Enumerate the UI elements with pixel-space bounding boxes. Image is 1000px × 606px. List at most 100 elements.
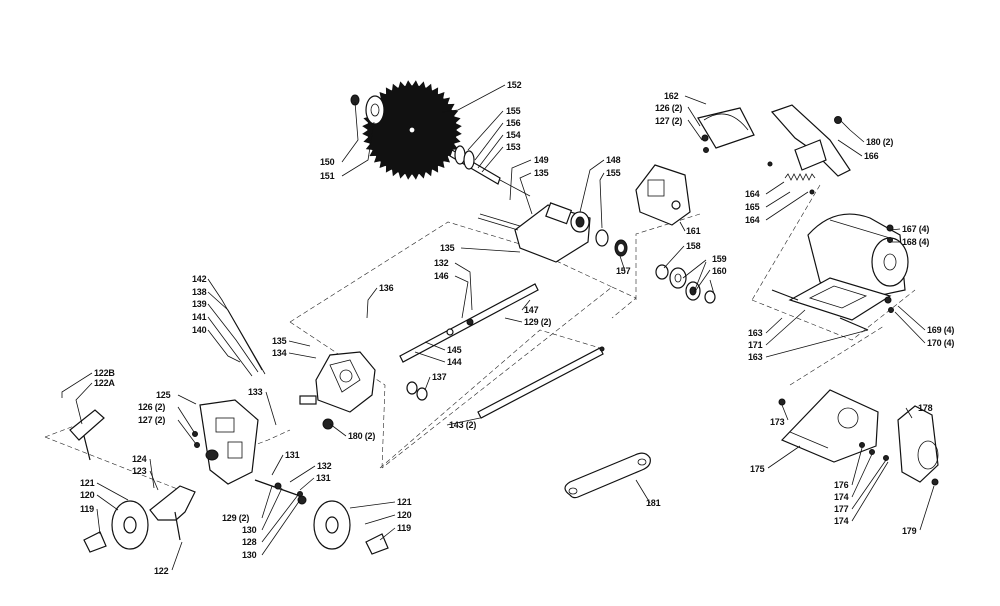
callout-163-upper: 163 [748,328,763,338]
callout-163-lower: 163 [748,352,763,362]
callout-127-lower: 127 (2) [138,415,166,425]
callout-140: 140 [192,325,207,335]
callout-119-right: 119 [397,523,411,533]
callout-131-lower: 131 [316,473,331,483]
callout-121-right: 121 [397,497,412,507]
callout-180-upper: 180 (2) [866,137,894,147]
callout-144: 144 [447,357,462,367]
callout-137: 137 [432,372,447,382]
front-bracket [192,399,259,485]
callout-136: 136 [379,283,394,293]
callout-158: 158 [686,241,701,251]
callout-164-upper: 164 [745,189,760,199]
blade-guard [697,107,755,153]
motor-base-plate [771,277,894,331]
callout-122: 122 [154,566,169,576]
callout-164-lower: 164 [745,215,760,225]
callout-166: 166 [864,151,879,161]
callout-121-left: 121 [80,478,95,488]
gears [406,381,428,401]
callout-131-upper: 131 [285,450,300,460]
callout-149: 149 [534,155,549,165]
callout-156: 156 [506,118,521,128]
callout-155-bearing: 155 [606,168,621,178]
blade-flange [350,94,385,125]
assembly-outlines [44,184,916,491]
callout-126-lower: 126 (2) [138,402,166,412]
locking-lever [149,485,196,541]
guard-cover [859,405,939,486]
callout-142: 142 [192,274,207,284]
lead-screw [399,283,539,363]
callout-132-upper: 132 [434,258,449,268]
motor-bracket [767,104,851,195]
callout-129-upper: 129 (2) [524,317,552,327]
callout-181: 181 [646,498,661,508]
callout-134: 134 [272,348,287,358]
callout-135-arbor: 135 [534,168,549,178]
callout-174-lower: 174 [834,516,849,526]
callout-128: 128 [242,537,257,547]
tilt-shaft [477,346,605,419]
callout-133: 133 [248,387,263,397]
callout-139: 139 [192,299,207,309]
callout-161: 161 [686,226,701,236]
callout-152: 152 [507,80,522,90]
callout-122a: 122A [94,378,115,388]
callout-169: 169 (4) [927,325,955,335]
callout-154: 154 [506,130,521,140]
crank-handle-left [69,409,105,461]
callout-160: 160 [712,266,727,276]
wrench [564,452,651,499]
arbor-bracket [477,202,591,263]
callout-127-upper: 127 (2) [655,116,683,126]
callout-168: 168 (4) [902,237,930,247]
bearings [595,229,628,257]
callout-180-lower: 180 (2) [348,431,376,441]
callout-125: 125 [156,390,171,400]
callout-119-left: 119 [80,504,94,514]
callout-179: 179 [902,526,917,536]
callout-176: 176 [834,480,849,490]
small-shaft-parts [254,479,307,505]
callout-162: 162 [664,91,679,101]
callout-146: 146 [434,271,449,281]
callout-150: 150 [320,157,335,167]
callout-138: 138 [192,287,207,297]
callout-177: 177 [834,504,849,514]
handwheel-right [313,500,389,555]
callout-124: 124 [132,454,147,464]
callout-165: 165 [745,202,760,212]
callout-129-lower: 129 (2) [222,513,250,523]
motor-mount-housing [635,164,691,226]
callout-151: 151 [320,171,335,181]
callout-147: 147 [524,305,539,315]
callout-153: 153 [506,142,521,152]
callout-135-pivot: 135 [440,243,455,253]
callout-132-lower: 132 [317,461,332,471]
callout-126-upper: 126 (2) [655,103,683,113]
callout-173: 173 [770,417,785,427]
callout-141: 141 [192,312,207,322]
callout-130-upper: 130 [242,525,257,535]
callout-175: 175 [750,464,765,474]
callout-145: 145 [447,345,462,355]
callout-159: 159 [712,254,727,264]
motor-pulley [655,264,716,304]
callout-170: 170 (4) [927,338,955,348]
saw-blade [362,80,462,180]
callout-123: 123 [132,466,147,476]
callout-167: 167 (4) [902,224,930,234]
callout-120-right: 120 [397,510,412,520]
callout-155: 155 [506,106,521,116]
handwheel-left [83,500,149,553]
callout-143: 143 (2) [449,420,477,430]
leader-lines [61,84,935,571]
callout-148: 148 [606,155,621,165]
arbor-shaft [449,145,531,197]
callout-135-trunnion: 135 [272,336,287,346]
callout-122b: 122B [94,368,115,378]
callout-120-left: 120 [80,490,95,500]
